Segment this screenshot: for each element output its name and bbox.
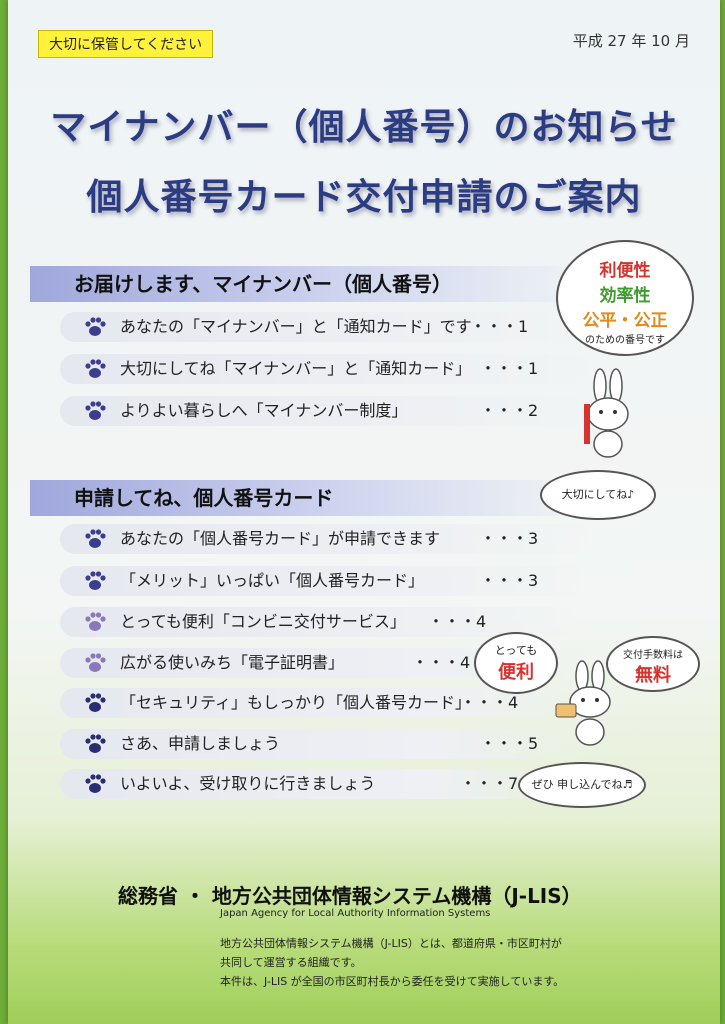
free-fee-bubble: 交付手数料は 無料 bbox=[606, 636, 700, 692]
toc-item[interactable]: あなたの「個人番号カード」が申請できます ・・・3 bbox=[60, 524, 590, 554]
keep-safe-bubble: 大切にしてね♪ bbox=[540, 470, 656, 520]
apply-bubble: ぜひ 申し込んでね♬ bbox=[518, 762, 646, 808]
paw-icon bbox=[85, 693, 106, 712]
toc-item-page: ・・・7 bbox=[460, 774, 519, 793]
toc-item-page: ・・・1 bbox=[480, 359, 539, 378]
convenient-bubble: とっても 便利 bbox=[474, 632, 558, 694]
toc-item[interactable]: あなたの「マイナンバー」と「通知カード」です ・・・1 bbox=[60, 312, 590, 342]
toc-item-title: よりよい暮らしへ「マイナンバー制度」 bbox=[120, 401, 408, 420]
toc-item-title: 大切にしてね「マイナンバー」と「通知カード」 bbox=[120, 359, 472, 378]
paw-icon bbox=[85, 317, 106, 336]
toc-item-page: ・・・4 bbox=[412, 653, 471, 672]
notice-page: 大切に保管してください 平成 27 年 10 月 マイナンバー（個人番号）のお知… bbox=[8, 0, 720, 1024]
rabbit-mascot-icon bbox=[555, 660, 611, 746]
toc-item-title: 広がる使いみち「電子証明書」 bbox=[120, 653, 345, 672]
toc-item-title: 「メリット」いっぱい「個人番号カード」 bbox=[120, 571, 425, 590]
section-heading-2: 申請してね、個人番号カード bbox=[30, 480, 594, 516]
footer-note-line: 本件は、J-LIS が全国の市区町村長から委任を受けて実施しています。 bbox=[220, 975, 565, 988]
toc-item[interactable]: さあ、申請しましょう ・・・5 bbox=[60, 729, 590, 759]
bubble-text: 利便性 bbox=[599, 261, 651, 281]
bubble-text: とっても bbox=[494, 644, 538, 657]
toc-item[interactable]: 大切にしてね「マイナンバー」と「通知カード」 ・・・1 bbox=[60, 354, 590, 384]
bubble-text: のための番号です bbox=[585, 335, 665, 346]
bubble-text: 無料 bbox=[635, 665, 671, 686]
issue-date: 平成 27 年 10 月 bbox=[572, 32, 690, 50]
paw-icon bbox=[85, 571, 106, 590]
sub-title: 個人番号カード交付申請のご案内 bbox=[86, 177, 642, 218]
benefit-bubble: 利便性 効率性 公平・公正 のための番号です bbox=[556, 240, 694, 356]
toc-item-page: ・・・3 bbox=[480, 529, 539, 548]
organization-name-english: Japan Agency for Local Authority Informa… bbox=[220, 908, 491, 919]
footer-note: 地方公共団体情報システム機構（J-LIS）とは、都道府県・市区町村が 共同して運… bbox=[220, 934, 564, 991]
paw-icon bbox=[85, 774, 106, 793]
paw-icon bbox=[85, 612, 106, 631]
main-title: マイナンバー（個人番号）のお知らせ bbox=[50, 107, 678, 148]
toc-item[interactable]: 「メリット」いっぱい「個人番号カード」 ・・・3 bbox=[60, 566, 590, 596]
organization-name: 総務省 ・ 地方公共団体情報システム機構（J-LIS） bbox=[118, 884, 582, 908]
toc-item-title: いよいよ、受け取りに行きましょう bbox=[120, 774, 376, 793]
toc-item-title: とっても便利「コンビニ交付サービス」 bbox=[120, 612, 406, 631]
toc-item[interactable]: いよいよ、受け取りに行きましょう ・・・7 bbox=[60, 769, 590, 799]
toc-item-page: ・・・4 bbox=[460, 693, 519, 712]
rabbit-mascot-icon bbox=[584, 368, 629, 458]
bubble-text: 便利 bbox=[498, 662, 534, 683]
paw-icon bbox=[85, 529, 106, 548]
toc-item-title: 「セキュリティ」もしっかり「個人番号カード」 bbox=[120, 693, 472, 712]
toc-item-page: ・・・2 bbox=[480, 401, 539, 420]
toc-item[interactable]: よりよい暮らしへ「マイナンバー制度」 ・・・2 bbox=[60, 396, 590, 426]
toc-item-page: ・・・1 bbox=[470, 317, 529, 336]
toc-item[interactable]: とっても便利「コンビニ交付サービス」 ・・・4 bbox=[60, 607, 590, 637]
bubble-text: 交付手数料は bbox=[623, 650, 683, 661]
bubble-text: 公平・公正 bbox=[582, 311, 668, 331]
toc-item-title: あなたの「個人番号カード」が申請できます bbox=[120, 529, 441, 548]
toc-item-title: あなたの「マイナンバー」と「通知カード」です bbox=[120, 317, 472, 336]
footer-note-line: 共同して運営する組織です。 bbox=[220, 956, 362, 969]
toc-item-title: さあ、申請しましょう bbox=[120, 734, 281, 753]
toc-item-page: ・・・3 bbox=[480, 571, 539, 590]
keep-safe-tag: 大切に保管してください bbox=[38, 30, 214, 58]
section-heading-1: お届けします、マイナンバー（個人番号） bbox=[30, 266, 594, 302]
paw-icon bbox=[85, 359, 106, 378]
footer-note-line: 地方公共団体情報システム機構（J-LIS）とは、都道府県・市区町村が bbox=[220, 937, 562, 950]
bubble-text: 効率性 bbox=[599, 286, 651, 306]
paw-icon bbox=[85, 653, 106, 672]
paw-icon bbox=[85, 401, 106, 420]
paw-icon bbox=[85, 734, 106, 753]
toc-item-page: ・・・5 bbox=[480, 734, 539, 753]
toc-item[interactable]: 「セキュリティ」もしっかり「個人番号カード」 ・・・4 bbox=[60, 688, 590, 718]
toc-item-page: ・・・4 bbox=[428, 612, 487, 631]
